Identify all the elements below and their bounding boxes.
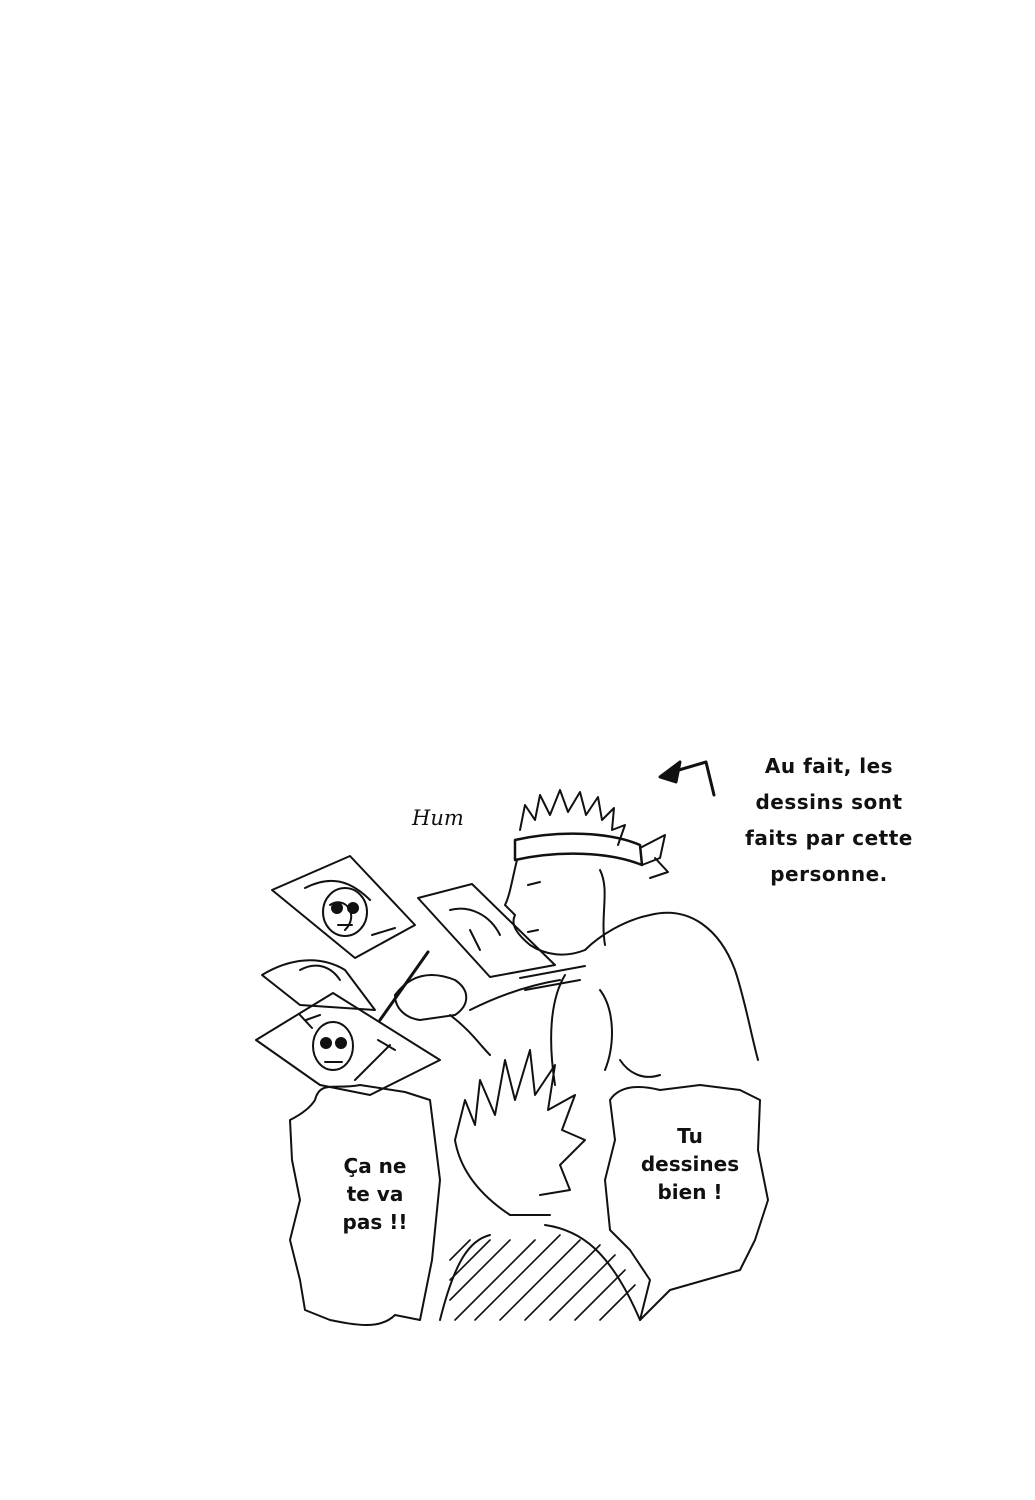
speech-bubble-left [289,1084,441,1326]
speech-line: Tu [677,1124,703,1148]
drawing-sheets [255,855,586,1096]
arrow-icon [658,760,716,797]
speech-text-right: Tu dessines bien ! [635,1122,745,1206]
side-note: Au fait, les dessins sont faits par cett… [722,748,936,892]
artist-figure [378,789,759,1086]
sound-effect-hum: Hum [412,806,464,830]
side-note-line: Au fait, les [764,754,894,778]
speech-bubble-right [604,1084,769,1321]
speech-line: Ça ne [343,1154,407,1178]
speech-text-left: Ça ne te va pas !! [320,1152,430,1236]
speech-line: te va [346,1182,404,1206]
side-note-line: dessins sont [755,790,903,814]
speech-line: bien ! [657,1180,723,1204]
side-note-line: faits par cette [745,826,913,850]
boy-figure [439,1049,641,1321]
speech-line: pas !! [342,1210,408,1234]
side-note-line: personne. [770,862,888,886]
speech-line: dessines [640,1152,740,1176]
